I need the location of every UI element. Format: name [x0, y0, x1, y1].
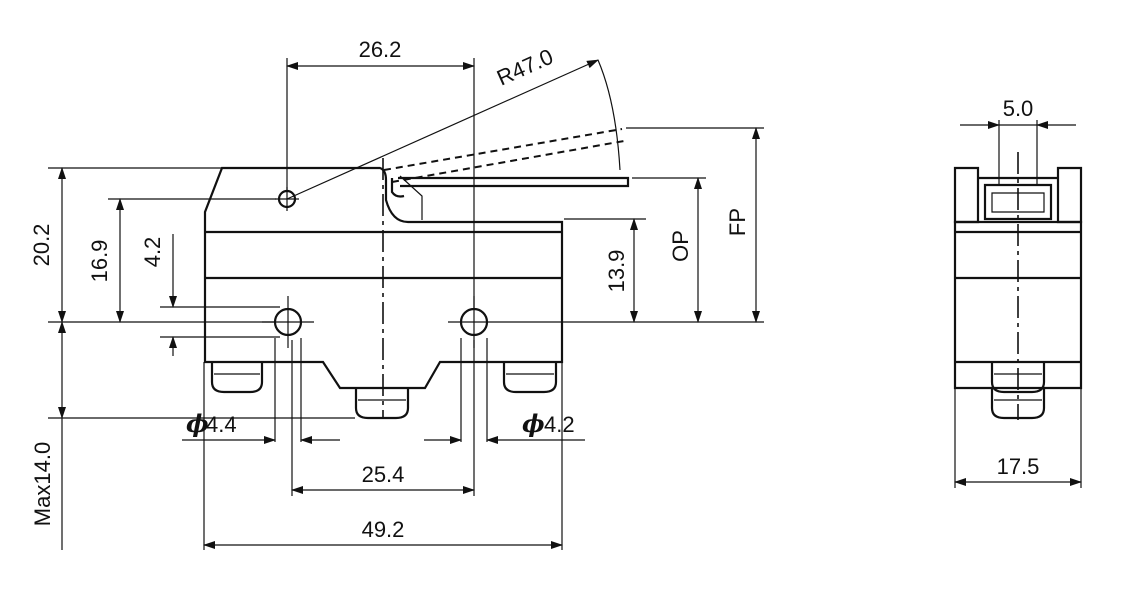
dim-label-hole-4-2: 4.2 — [544, 412, 575, 437]
extension-lines — [48, 58, 764, 550]
dim-label-hole-4-4: 4.4 — [206, 412, 237, 437]
diameter-symbol-right: ϕ — [522, 409, 545, 438]
end-view-extension-lines — [954, 120, 1082, 488]
dim-label-17-5: 17.5 — [997, 454, 1040, 479]
dim-label-radius: R47.0 — [493, 44, 557, 91]
terminal-right — [502, 362, 558, 394]
dim-label-13-9: 13.9 — [604, 250, 629, 293]
dim-label-16-9: 16.9 — [87, 240, 112, 283]
diameter-symbol-left: ϕ — [186, 409, 209, 438]
dim-label-49-2: 49.2 — [362, 517, 405, 542]
dim-label-26-2: 26.2 — [359, 37, 402, 62]
dim-label-4-2: 4.2 — [140, 237, 165, 268]
dim-label-op: OP — [668, 230, 693, 262]
dim-label-25-4: 25.4 — [362, 462, 405, 487]
dim-label-20-2: 20.2 — [29, 224, 54, 267]
dim-label-max-14: Max14.0 — [30, 442, 55, 526]
dim-label-5-0: 5.0 — [1003, 96, 1034, 121]
dimension-lines — [58, 59, 760, 550]
terminal-center — [354, 388, 410, 420]
lever-actuator — [383, 128, 630, 220]
side-view: 26.2 R47.0 20.2 16.9 4.2 13.9 OP FP Max1… — [29, 37, 764, 550]
end-view-dimension-lines — [954, 121, 1082, 486]
end-view: 5.0 17.5 — [953, 96, 1083, 488]
dim-label-fp: FP — [725, 208, 750, 236]
terminal-left — [210, 362, 264, 394]
